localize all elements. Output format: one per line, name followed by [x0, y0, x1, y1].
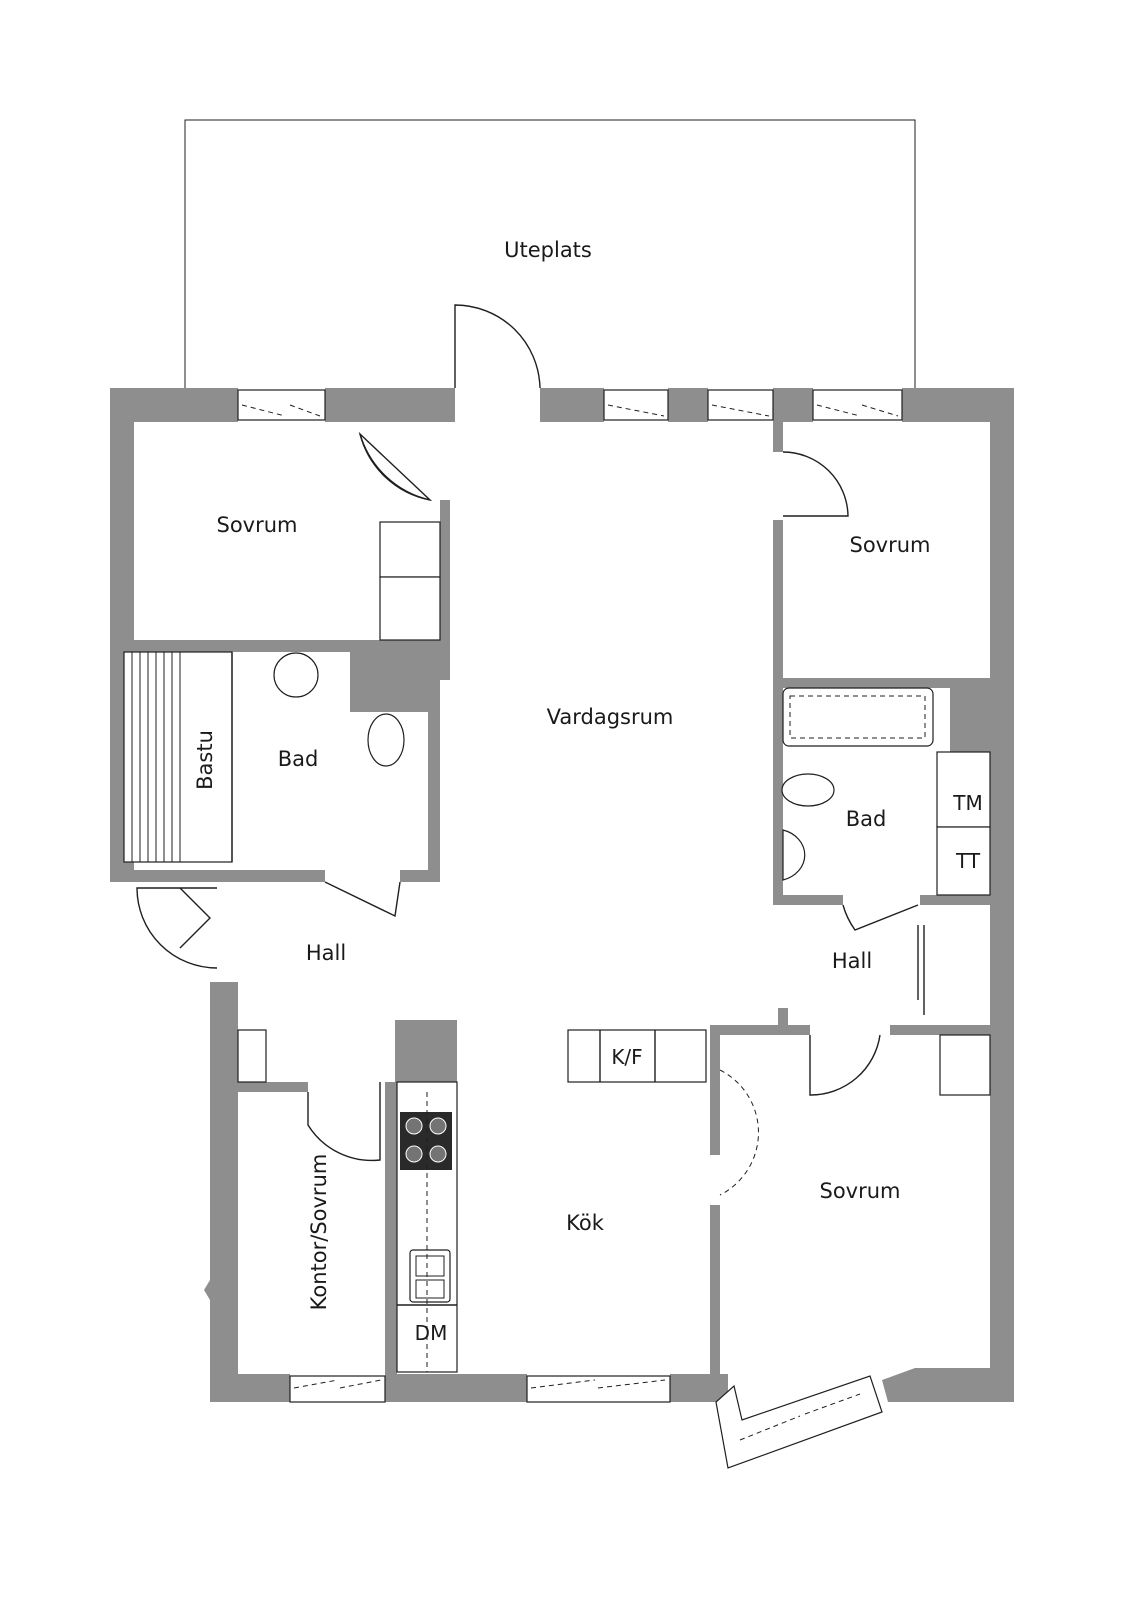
label-kontor-sovrum: Kontor/Sovrum	[307, 1154, 331, 1311]
label-hall-east: Hall	[832, 949, 872, 973]
bathtub-icon	[782, 687, 934, 747]
label-bastu: Bastu	[193, 730, 217, 790]
label-tm: TM	[952, 791, 982, 815]
room-labels: Uteplats Sovrum Sovrum Vardagsrum Bastu …	[193, 238, 931, 1310]
label-kok: Kök	[566, 1211, 605, 1235]
terrace-outline	[184, 119, 916, 388]
label-tt: TT	[955, 849, 981, 873]
label-sovrum-ne: Sovrum	[849, 533, 930, 557]
sink-icon-east	[782, 829, 806, 881]
label-vardagsrum: Vardagsrum	[547, 705, 674, 729]
interior-walls	[110, 422, 990, 1375]
label-dm: DM	[415, 1321, 448, 1345]
toilet-icon	[367, 713, 405, 767]
label-sovrum-se: Sovrum	[819, 1179, 900, 1203]
doors	[136, 304, 925, 1196]
windows	[237, 389, 903, 1469]
sink-icon	[273, 652, 319, 698]
label-uteplats: Uteplats	[504, 238, 592, 262]
label-hall-west: Hall	[306, 941, 346, 965]
label-sovrum-nw: Sovrum	[216, 513, 297, 537]
label-bad-east: Bad	[846, 807, 887, 831]
toilet-icon-east	[781, 773, 835, 807]
label-kf: K/F	[611, 1045, 642, 1069]
fixtures	[123, 521, 991, 1373]
label-bad-west: Bad	[278, 747, 319, 771]
fixture-labels: TM TT K/F DM	[415, 791, 983, 1345]
